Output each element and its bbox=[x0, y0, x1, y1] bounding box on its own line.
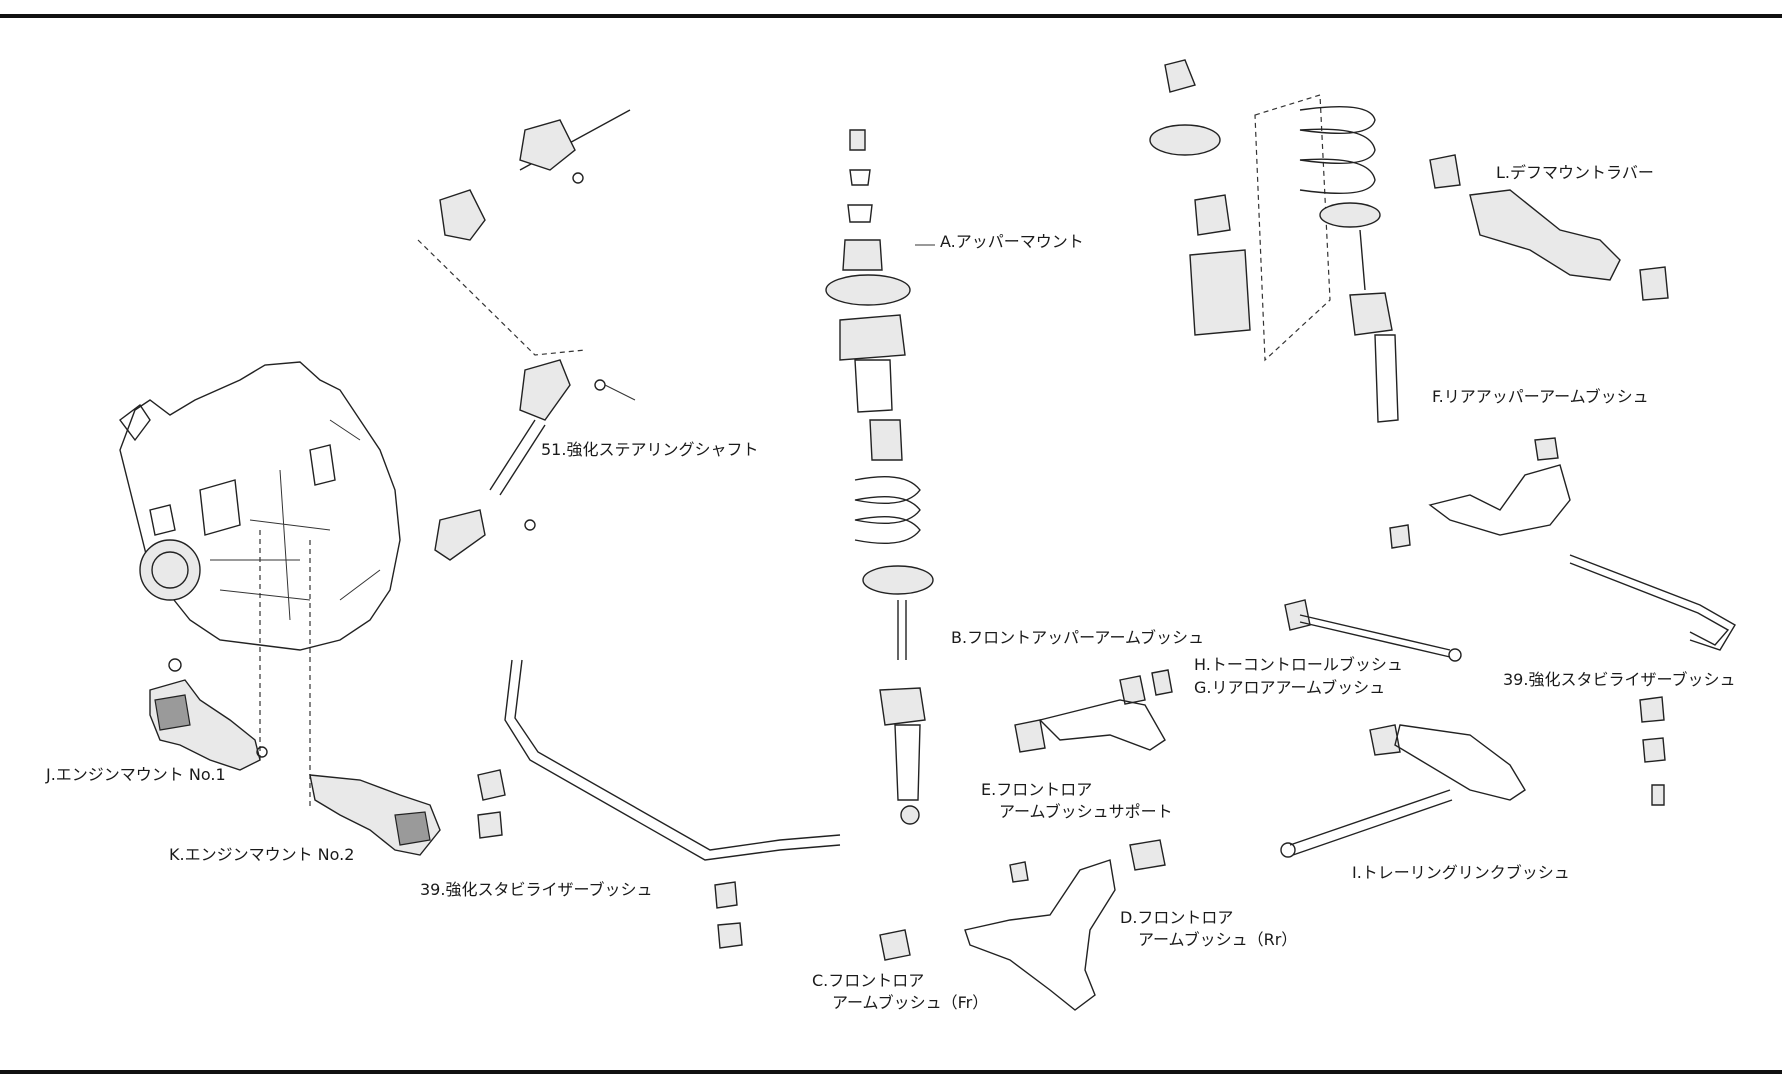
callout-j-engine-mount-1: J.エンジンマウント No.1 bbox=[46, 765, 226, 784]
callout-l-diff-mount: L.デフマウントラバー bbox=[1496, 163, 1654, 182]
front-strut-illustration bbox=[825, 129, 935, 825]
callout-39-front-stabilizer: 39.強化スタビライザーブッシュ bbox=[420, 880, 653, 899]
front-upper-arm-illustration bbox=[1014, 669, 1173, 753]
callout-e-line1: E.フロントロア bbox=[981, 780, 1093, 799]
diff-mount-illustration bbox=[1429, 154, 1669, 301]
callout-k-engine-mount-2: K.エンジンマウント No.2 bbox=[169, 845, 355, 864]
callout-i-trailing-link: I.トレーリングリンクブッシュ bbox=[1352, 863, 1570, 882]
rear-coilover-illustration bbox=[1149, 59, 1399, 423]
top-border bbox=[0, 14, 1782, 18]
callout-d-front-lower-arm-rr: D.フロントロア アームブッシュ（Rr） bbox=[1120, 907, 1297, 951]
callout-c-front-lower-arm-fr: C.フロントロア アームブッシュ（Fr） bbox=[812, 970, 988, 1014]
trailing-link-illustration bbox=[1280, 789, 1453, 858]
steering-shaft-illustration bbox=[417, 109, 636, 561]
rear-stabilizer-illustration bbox=[1569, 554, 1736, 806]
callout-d-line1: D.フロントロア bbox=[1120, 908, 1234, 927]
engine-mount-no2-illustration bbox=[309, 540, 441, 856]
callout-b-front-upper-arm: B.フロントアッパーアームブッシュ bbox=[951, 628, 1205, 647]
callout-g-rear-lower-arm: G.リアロアアームブッシュ bbox=[1194, 678, 1386, 697]
callout-c-line2: アームブッシュ（Fr） bbox=[832, 993, 989, 1012]
callout-39-rear-stabilizer: 39.強化スタビライザーブッシュ bbox=[1503, 670, 1736, 689]
callout-a-upper-mount: A.アッパーマウント bbox=[940, 232, 1084, 251]
callout-e-front-lower-arm-support: E.フロントロア アームブッシュサポート bbox=[981, 779, 1173, 823]
callout-h-toe-control: H.トーコントロールブッシュ bbox=[1194, 655, 1403, 674]
engine-block-illustration bbox=[119, 361, 401, 651]
toe-control-illustration bbox=[1284, 599, 1462, 662]
front-stabilizer-illustration bbox=[477, 659, 841, 949]
bottom-border bbox=[0, 1070, 1782, 1074]
callout-51-steering-shaft: 51.強化ステアリングシャフト bbox=[541, 440, 759, 459]
callout-f-rear-upper-arm: F.リアアッパーアームブッシュ bbox=[1432, 387, 1649, 406]
rear-lower-arm-illustration bbox=[1369, 724, 1526, 801]
callout-c-line1: C.フロントロア bbox=[812, 971, 925, 990]
front-lower-arm-illustration bbox=[879, 839, 1166, 1011]
callout-d-line2: アームブッシュ（Rr） bbox=[1138, 930, 1298, 949]
engine-mount-no1-illustration bbox=[149, 530, 268, 771]
rear-upper-arm-illustration bbox=[1389, 437, 1571, 549]
callout-e-line2: アームブッシュサポート bbox=[999, 802, 1173, 821]
